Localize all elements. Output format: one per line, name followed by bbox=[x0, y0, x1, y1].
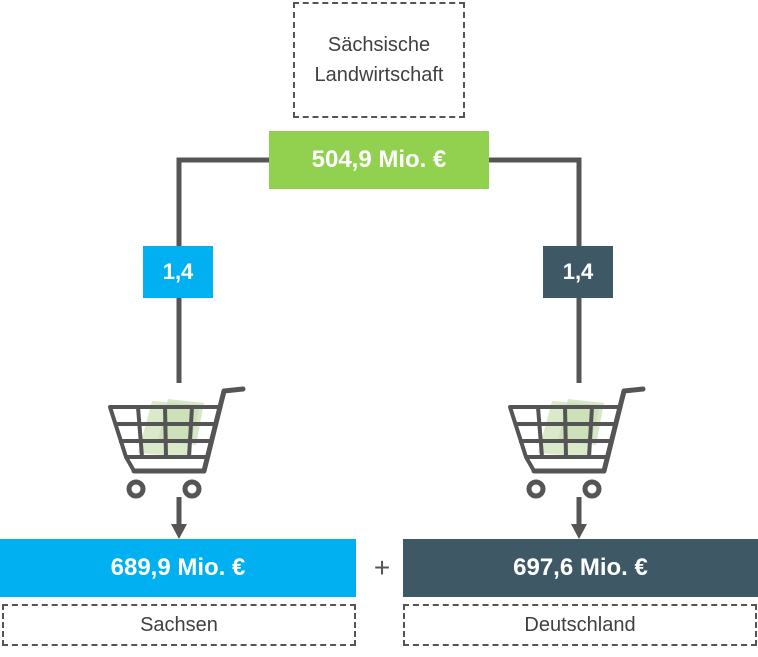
label-sachsen: Sachsen bbox=[2, 604, 356, 646]
result-sachsen: 689,9 Mio. € bbox=[0, 539, 356, 597]
left-arrow-head bbox=[171, 524, 187, 539]
total-value-box: 504,9 Mio. € bbox=[269, 131, 489, 189]
right-connector bbox=[489, 157, 582, 383]
right-arrow-head bbox=[571, 524, 587, 539]
label-deutschland: Deutschland bbox=[403, 604, 757, 646]
result-deutschland: 697,6 Mio. € bbox=[403, 539, 758, 597]
source-line-1: Sächsische bbox=[327, 34, 431, 56]
multiplier-deutschland: 1,4 bbox=[543, 246, 613, 298]
multiplier-sachsen: 1,4 bbox=[143, 246, 213, 298]
plus-operator: + bbox=[373, 552, 391, 583]
shopping-cart-icon bbox=[508, 386, 646, 499]
shopping-cart-icon bbox=[108, 386, 246, 499]
source-line-2: Landwirtschaft bbox=[314, 64, 444, 86]
source-box: Sächsische Landwirtschaft bbox=[293, 2, 465, 118]
left-connector bbox=[176, 157, 269, 383]
